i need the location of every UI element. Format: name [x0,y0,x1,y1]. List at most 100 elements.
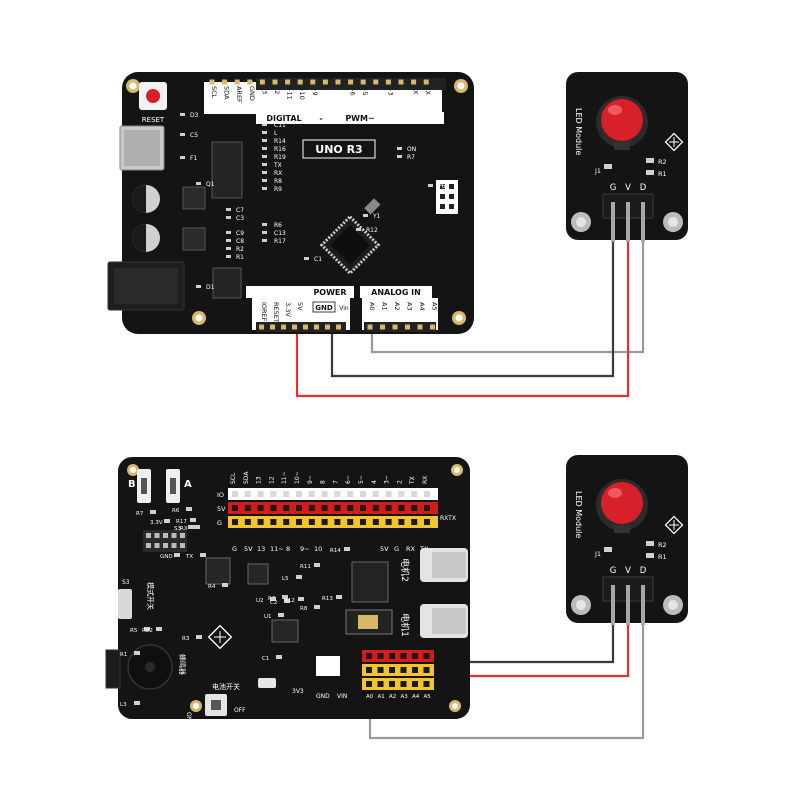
smd-part [222,583,228,587]
smd-part [262,139,267,142]
ext-analog-pin-label: A1 [378,694,385,700]
ext-header-pin [321,505,328,511]
uno-component-label: R2 [236,246,244,253]
ext-top-pin-label: 4 [371,480,378,484]
uno-analog-pin [430,324,435,330]
ext-component-label: L5 [282,576,289,582]
ext-header-pin [347,519,354,525]
smd-part [262,147,267,150]
ext-header-pin [321,519,328,525]
ext-top-pin-label: 7 [332,480,339,484]
uno-reset-button[interactable] [139,82,167,110]
uno-capacitors [132,185,160,252]
ext-header-pin [232,491,238,497]
ext-component-label: R12 [284,598,295,604]
uno-component-label: R9 [274,186,282,193]
ext-motor2-label: 电机2 [399,558,411,582]
ext-btn-b-label: B [128,479,136,490]
ext-analog-pin [377,681,384,687]
ext-off-label: OFF [234,707,246,714]
smd-part [298,597,304,601]
ext-header-pin [385,491,392,497]
led-pin-label: G [610,566,617,576]
ext-button-a[interactable] [166,469,180,503]
uno-component-label: P6 [438,183,446,190]
ext-header-pin [270,491,277,497]
ext-header-pin [424,505,430,511]
uno-component-label: R7 [407,154,415,161]
wire-top-gnd [330,240,615,378]
ext-analog-pin [412,681,418,687]
ext-component-label: C1 [262,656,269,662]
ext-header-pin [372,491,379,497]
ext-3v3-label: 3V3 [292,688,304,695]
ext-header-pin [398,491,405,497]
led-header-pin [641,585,645,625]
uno-power-label: POWER [313,288,346,297]
smd-part [282,595,288,599]
uno-header-pin-label: ~3 [386,86,394,96]
ext-analog-pin [389,667,395,673]
smd-part [190,518,196,522]
wire-top-vcc [295,240,630,398]
uno-header-pin-label: AREF [235,86,243,103]
ext-analog-pin [423,681,430,687]
ext-header-pin [398,505,405,511]
smd-part [296,575,302,579]
smd-part [304,257,309,260]
uno-analog-pin-label: A4 [418,302,426,311]
ext-analog-pin [389,681,395,687]
ext-component-label: R11 [300,564,311,570]
ext-header-pin [360,505,366,511]
ext-header-pin [411,491,418,497]
ext-bottom-pin-label: G [394,545,399,553]
ext-bottom-pin-label: 5V [244,545,253,553]
ext-component-label: L3 [120,702,127,708]
ext-left-pin [163,543,168,548]
uno-header-pin [259,79,265,85]
ext-gnd-label: GND [316,693,330,700]
ext-analog-pin-label: A0 [366,694,374,700]
uno-component-label: C7 [236,207,244,214]
uno-component-label: C3 [236,215,244,222]
uno-analog-pin-label: A5 [431,302,439,311]
smd-part [134,651,140,655]
smd-part [164,519,170,523]
smd-part [428,184,433,187]
uno-power-pin [292,324,297,330]
ext-s3-label: S3 [122,579,130,586]
ext-row-label: G [217,519,222,527]
uno-component-label: C5 [190,132,198,139]
led-logo-diamond [664,132,684,152]
smd-part [196,182,201,185]
ext-chips [205,557,393,643]
uno-component-label: ON [407,146,416,153]
uno-component-label: RX [274,170,282,177]
uno-component-label: R19 [274,154,286,161]
ext-left-pin [171,533,177,538]
smd-part [156,627,162,631]
ext-analog-pin [366,667,372,673]
uno-header-pin-label: ~5 [361,86,369,96]
ext-buzzer-label: 蜂鸣器 [178,654,187,675]
ext-on-label: ON [185,712,192,721]
ext-mode-switch[interactable] [118,589,132,619]
uno-component-label: L [274,130,278,137]
ext-header-pin [334,491,341,497]
led-pin-label: V [625,566,631,576]
ext-header-pin [232,505,238,511]
ext-top-pin-label: 13 [256,476,263,484]
ext-left-pin [154,543,160,548]
ext-button-b[interactable] [137,469,151,503]
uno-header-pin-label: ~10 [298,86,306,100]
ext-analog-pin [366,653,372,659]
uno-component-label: C9 [236,230,244,237]
ext-header-pin [270,505,277,511]
uno-analog-pin-label: A2 [393,302,401,311]
ext-component-label: RX [180,526,188,532]
smd-part [278,613,284,617]
uno-component-label: TX [273,162,282,169]
